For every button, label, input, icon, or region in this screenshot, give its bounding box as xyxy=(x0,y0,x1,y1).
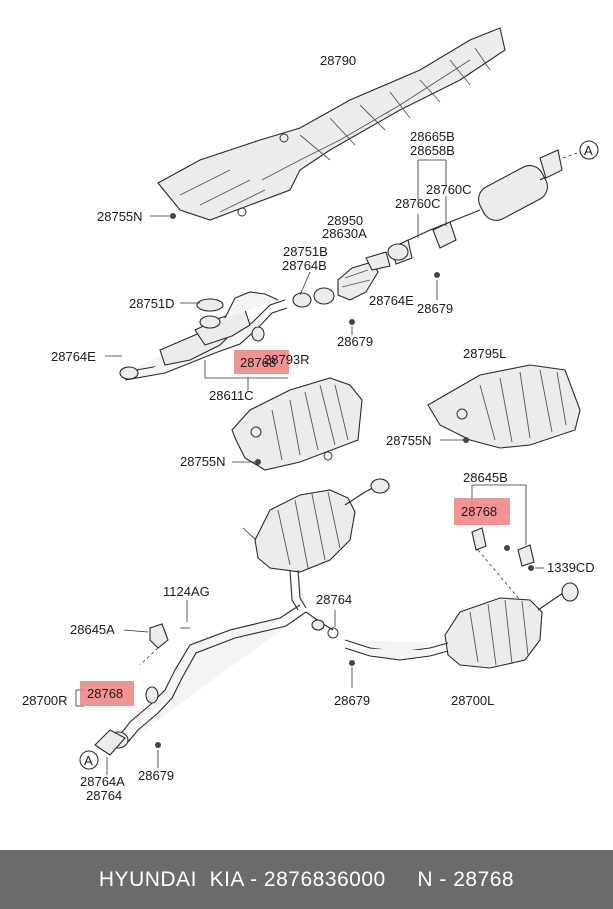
exhaust-system-diagram: 28790 28665B 28658B 28760C 28760C 28755N… xyxy=(22,27,599,803)
callout-28793R: 28793R xyxy=(264,352,310,367)
callout-28760C-mid: 28760C xyxy=(395,196,441,211)
callout-28751B: 28751B xyxy=(283,244,328,259)
callout-28630A: 28630A xyxy=(322,226,367,241)
callout-28679-2: 28679 xyxy=(337,334,373,349)
callout-1124AG: 1124AG xyxy=(163,584,210,599)
callout-28764B: 28764B xyxy=(282,258,327,273)
callout-28768-2: 28768 xyxy=(461,504,497,519)
callout-28700R: 28700R xyxy=(22,693,68,708)
ref-marker-a-bottom: A xyxy=(84,753,93,768)
callout-28764E-1: 28764E xyxy=(369,293,414,308)
callout-1339CD: 1339CD xyxy=(547,560,595,575)
callout-28645A: 28645A xyxy=(70,622,115,637)
rear-muffler-upper xyxy=(254,478,390,611)
ref-marker-a-top: A xyxy=(584,143,593,158)
highlight-28768-left xyxy=(80,681,134,706)
callout-28768-1: 28768 xyxy=(240,355,276,370)
callout-28679-1: 28679 xyxy=(417,301,453,316)
front-pipe-28611C xyxy=(119,291,288,381)
heat-shield-28795L xyxy=(427,364,581,449)
callout-28764E-2: 28764E xyxy=(51,349,96,364)
callout-28611C: 28611C xyxy=(209,388,254,403)
callout-28795L: 28795L xyxy=(463,346,506,361)
callout-28751D: 28751D xyxy=(129,296,175,311)
heat-shield-28793R xyxy=(231,377,363,471)
callout-28768-3: 28768 xyxy=(87,686,123,701)
rear-muffler-28700L xyxy=(344,582,579,669)
rubber-hanger-28768 xyxy=(471,527,487,551)
callout-28679-3: 28679 xyxy=(334,693,370,708)
center-pipe-y xyxy=(107,604,334,749)
hanger-28645A xyxy=(149,623,169,649)
footer-bar: HYUNDAI KIA - 2876836000 N - 28768 xyxy=(0,850,613,909)
callout-28665B: 28665B xyxy=(410,129,455,144)
highlight-28768-right xyxy=(454,498,510,525)
callout-28950: 28950 xyxy=(327,213,363,228)
callout-28764: 28764 xyxy=(316,592,352,607)
heat-shield-28790 xyxy=(157,27,506,221)
callout-28760C-top: 28760C xyxy=(426,182,472,197)
callout-28790: 28790 xyxy=(320,53,356,68)
callout-28764-b: 28764 xyxy=(86,788,122,803)
callout-28755N-2: 28755N xyxy=(386,433,432,448)
callout-28658B: 28658B xyxy=(410,143,455,158)
gasket-28764A xyxy=(94,729,126,756)
footer-text: HYUNDAI KIA - 2876836000 N - 28768 xyxy=(98,867,515,891)
callout-28679-4: 28679 xyxy=(138,768,174,783)
callout-28755N-1: 28755N xyxy=(97,209,143,224)
catalytic-converter-28950 xyxy=(292,243,409,308)
callout-28700L: 28700L xyxy=(451,693,494,708)
callout-28755N-3: 28755N xyxy=(180,454,226,469)
highlight-28768-top xyxy=(234,350,289,374)
callout-28645B: 28645B xyxy=(463,470,508,485)
callout-28764A: 28764A xyxy=(80,774,125,789)
